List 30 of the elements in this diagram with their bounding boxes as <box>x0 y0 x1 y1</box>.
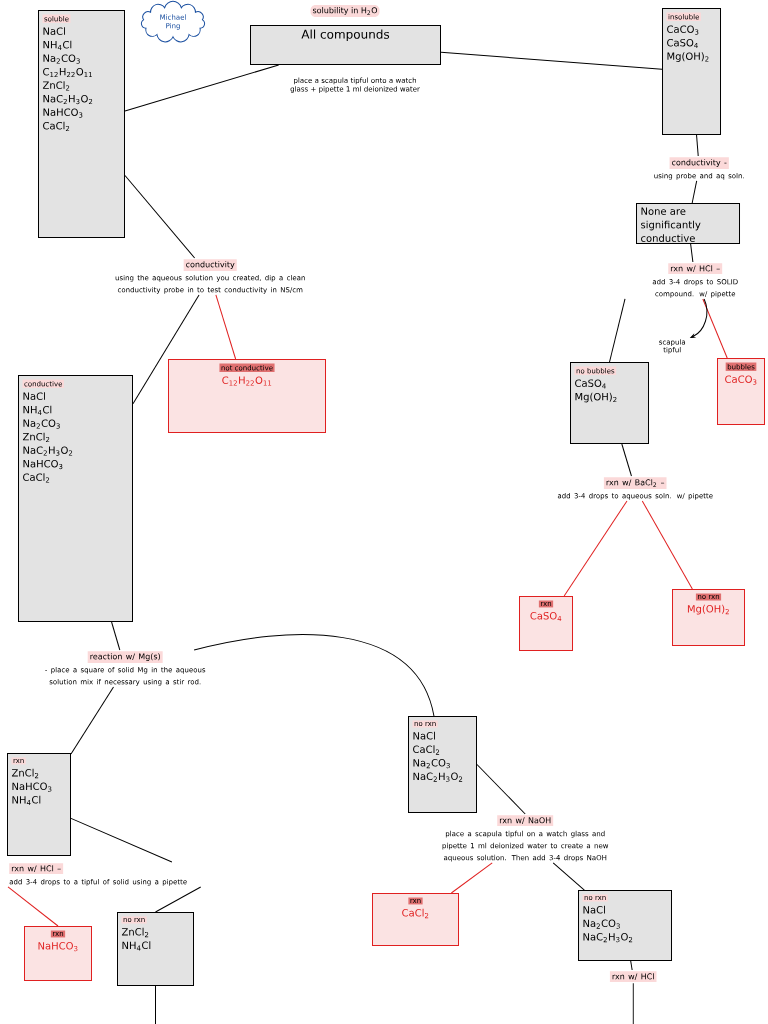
connector-line <box>132 294 200 405</box>
connector-line <box>476 764 526 815</box>
connector-line <box>690 243 694 263</box>
connector-line <box>632 982 634 1024</box>
arrow <box>690 298 708 338</box>
connector-line <box>215 294 237 360</box>
connector-line <box>124 175 196 259</box>
connector-line <box>552 862 585 891</box>
compound-box: All compounds <box>250 25 441 65</box>
connector-line <box>155 985 156 1024</box>
connector-line <box>111 621 121 651</box>
connector-line <box>70 686 114 755</box>
connector-line <box>702 298 728 359</box>
connector-line <box>641 500 693 590</box>
step-note: rxn w/ HCl <box>609 971 657 983</box>
connector-line <box>193 634 435 717</box>
connector-line <box>609 298 626 363</box>
heading-label: solubility in H$_{2}$O <box>310 5 380 17</box>
connector-line <box>630 960 633 971</box>
connector-line <box>70 817 173 863</box>
connector-line <box>155 886 202 913</box>
connector-line <box>696 134 699 157</box>
compound-box: None are significantly conductive <box>636 203 740 244</box>
connector-line <box>691 180 698 204</box>
connector-line <box>440 51 663 70</box>
connector-line <box>621 443 632 477</box>
connector-line <box>450 862 493 894</box>
connector-line <box>124 64 280 112</box>
connector-line <box>563 500 628 597</box>
connector-line <box>7 886 59 927</box>
